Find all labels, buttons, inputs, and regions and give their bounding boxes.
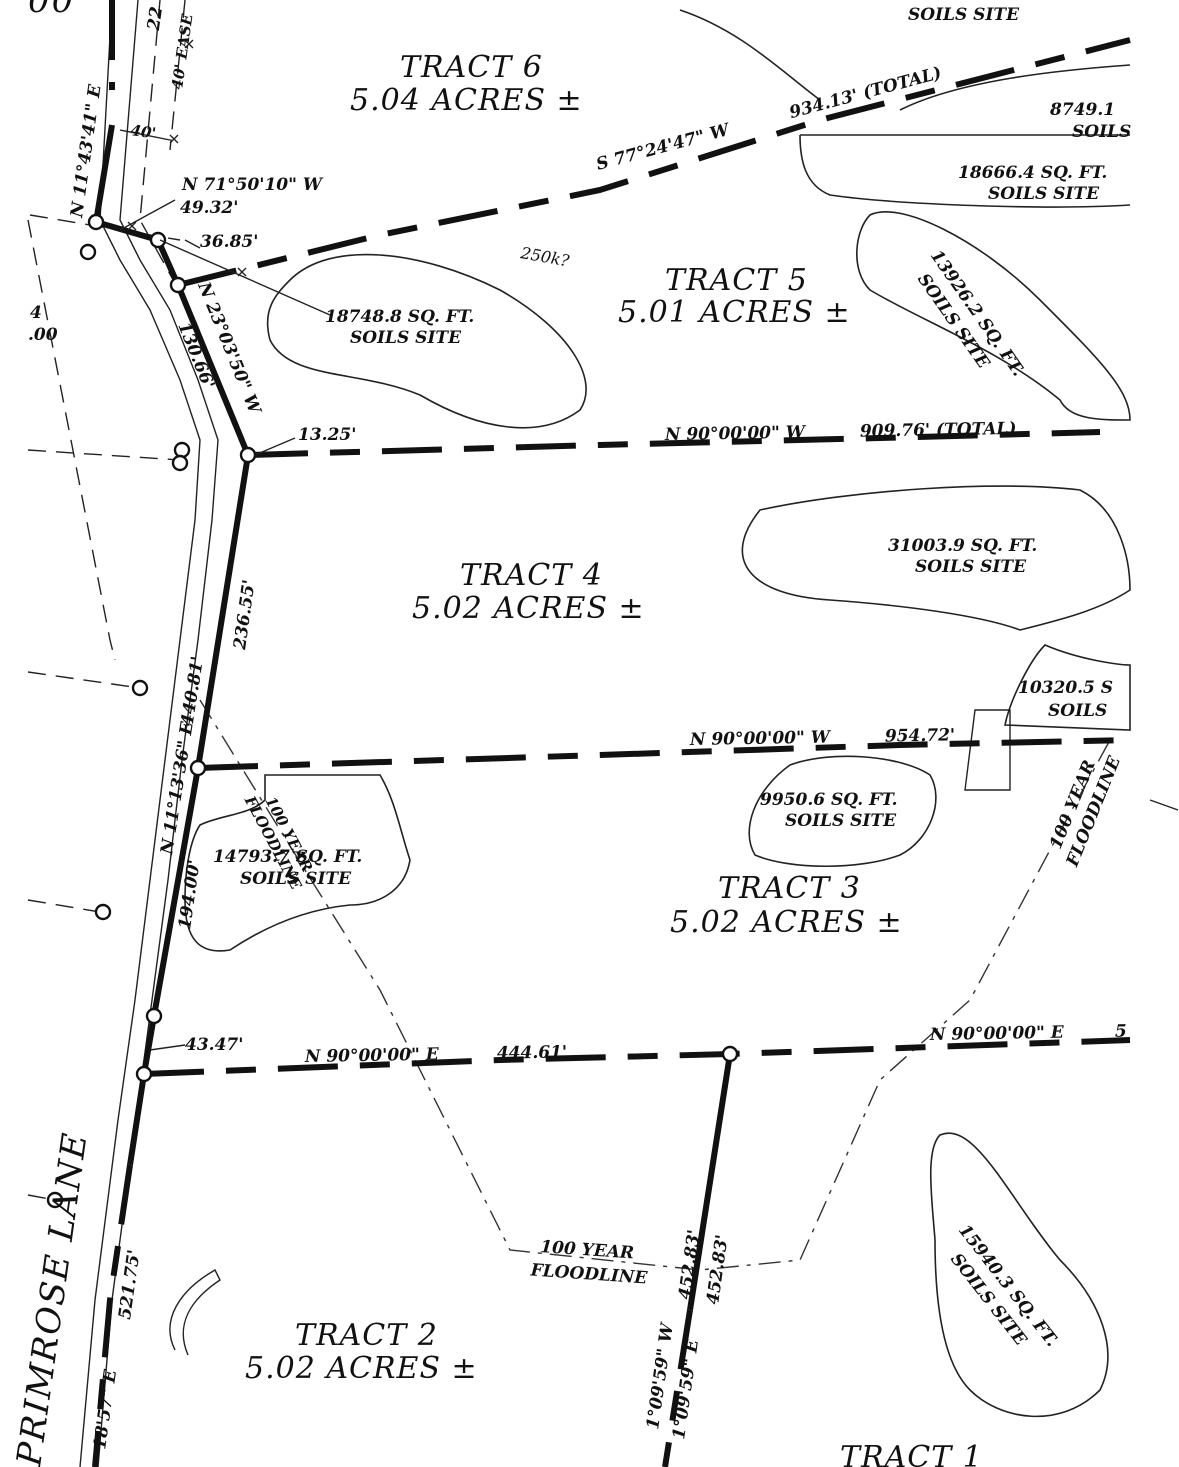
soils-10320-label: SOILS: [1048, 701, 1107, 721]
survey-pins: [46, 213, 739, 1209]
distance-13-25: 13.25': [298, 425, 356, 445]
floodline-boundaries: [199, 699, 1179, 1271]
soils-18666-area: 18666.4 SQ. FT.: [958, 163, 1107, 183]
bearing-n90-a: N 90°00'00" W: [664, 423, 807, 445]
bearing-s77: S 77°24'47" W: [594, 120, 733, 175]
soils-8749-label: SOILS: [1072, 122, 1131, 142]
soils-9950-label: SOILS SITE: [785, 811, 897, 831]
road-boundary-main: [127, 454, 251, 1166]
bearing-n71: N 71°50'10" W: [181, 175, 324, 195]
distance-36-85: 36.85': [200, 232, 258, 252]
tract-4-title: TRACT 4: [460, 558, 603, 593]
bearing-n90-c: N 90°00'00" E: [304, 1045, 440, 1067]
distance-236-55: 236.55': [230, 578, 260, 651]
distance-452-83-b: 452.83': [703, 1233, 733, 1305]
boundary-tract3-tract2: [143, 1037, 1131, 1077]
x-marks: [127, 39, 247, 277]
tract-3-title: TRACT 3: [718, 871, 861, 906]
easement-label: 40' EASE: [168, 12, 196, 90]
tract-5-title: TRACT 5: [665, 263, 808, 298]
soils-14793-label: SOILS SITE: [240, 869, 352, 889]
distance-521-75: 521.75': [115, 1248, 145, 1320]
soils-outline-top: [679, 9, 821, 101]
distance-444-61: 444.61': [497, 1042, 568, 1063]
tract-4-acres: 5.02 ACRES ±: [412, 591, 645, 626]
boundary-tract2-tract1: [687, 1053, 733, 1311]
svg-text:40': 40': [129, 121, 157, 142]
boundary-tract6-tract5: [177, 37, 1131, 288]
svg-text:5: 5: [1115, 1022, 1127, 1042]
bearing-road-low: 18'57" E: [90, 1367, 121, 1450]
tract-6-acres: 5.04 ACRES ±: [350, 83, 583, 118]
soils-outline-15940: [929, 1132, 1109, 1418]
soils-outline-10320: [1004, 644, 1131, 731]
soils-outline-13926: [856, 211, 1131, 421]
handwritten-note: 250k?: [518, 243, 571, 270]
soils-14793-area: 14793.7 SQ. FT.: [213, 847, 362, 867]
soils-outline-31003: [741, 485, 1131, 631]
tract-5-acres: 5.01 ACRES ±: [618, 295, 851, 330]
soils-10320-area: 10320.5 S: [1018, 678, 1113, 698]
svg-text:22: 22: [144, 5, 167, 32]
soils-top-label: SOILS SITE: [908, 5, 1020, 25]
soils-31003-area: 31003.9 SQ. FT.: [888, 536, 1037, 556]
distance-452-83-a: 452.83': [675, 1228, 705, 1300]
soils-outline-14793: [184, 774, 411, 952]
soils-outline-8749: [899, 64, 1131, 111]
soils-outline-18748: [266, 253, 587, 429]
soils-31003-label: SOILS SITE: [915, 557, 1027, 577]
svg-text:4: 4: [30, 303, 42, 323]
distance-954-72: 954.72': [885, 725, 956, 746]
soils-site-outlines: [169, 9, 1131, 1418]
tract-boundaries: [92, 0, 1131, 1467]
distance-43-47: 43.47': [185, 1035, 243, 1055]
floodline-bottom-line1: 100 YEAR: [540, 1237, 635, 1263]
road-boundary-lower: [92, 1164, 133, 1467]
soils-18666-label: SOILS SITE: [988, 184, 1100, 204]
tract-2-title: TRACT 2: [295, 1318, 438, 1353]
tract-6-title: TRACT 6: [400, 50, 543, 85]
soils-9950-area: 9950.6 SQ. FT.: [760, 790, 898, 810]
soils-18748-area: 18748.8 SQ. FT.: [325, 307, 474, 327]
floodline-bottom-line2: FLOODLINE: [529, 1260, 649, 1288]
road-name-primrose-lane: PRIMROSE LANE: [9, 1129, 96, 1467]
soils-outline-9950: [748, 755, 937, 867]
distance-909-total: 909.76' (TOTAL): [860, 419, 1017, 442]
soils-8749-area: 8749.1: [1049, 100, 1115, 120]
tract-1-title: TRACT 1: [840, 1440, 983, 1467]
distance-49-32: 49.32': [180, 198, 238, 218]
soils-outline-18666: [799, 134, 1131, 208]
boundary-tract4-tract3: [197, 737, 1131, 771]
bearing-n90-d: N 90°00'00" E: [929, 1023, 1065, 1045]
svg-text:.00: .00: [28, 325, 58, 345]
tract-2-acres: 5.02 ACRES ±: [245, 1351, 478, 1386]
soils-18748-label: SOILS SITE: [350, 328, 462, 348]
road-top-text: 00: [28, 0, 75, 21]
bearing-tract1-right: 1°09'59" E: [669, 1337, 703, 1440]
bearing-n90-b: N 90°00'00" W: [689, 728, 832, 750]
tract-3-acres: 5.02 ACRES ±: [670, 905, 903, 940]
boundary-tract5-tract4: [247, 429, 1101, 458]
